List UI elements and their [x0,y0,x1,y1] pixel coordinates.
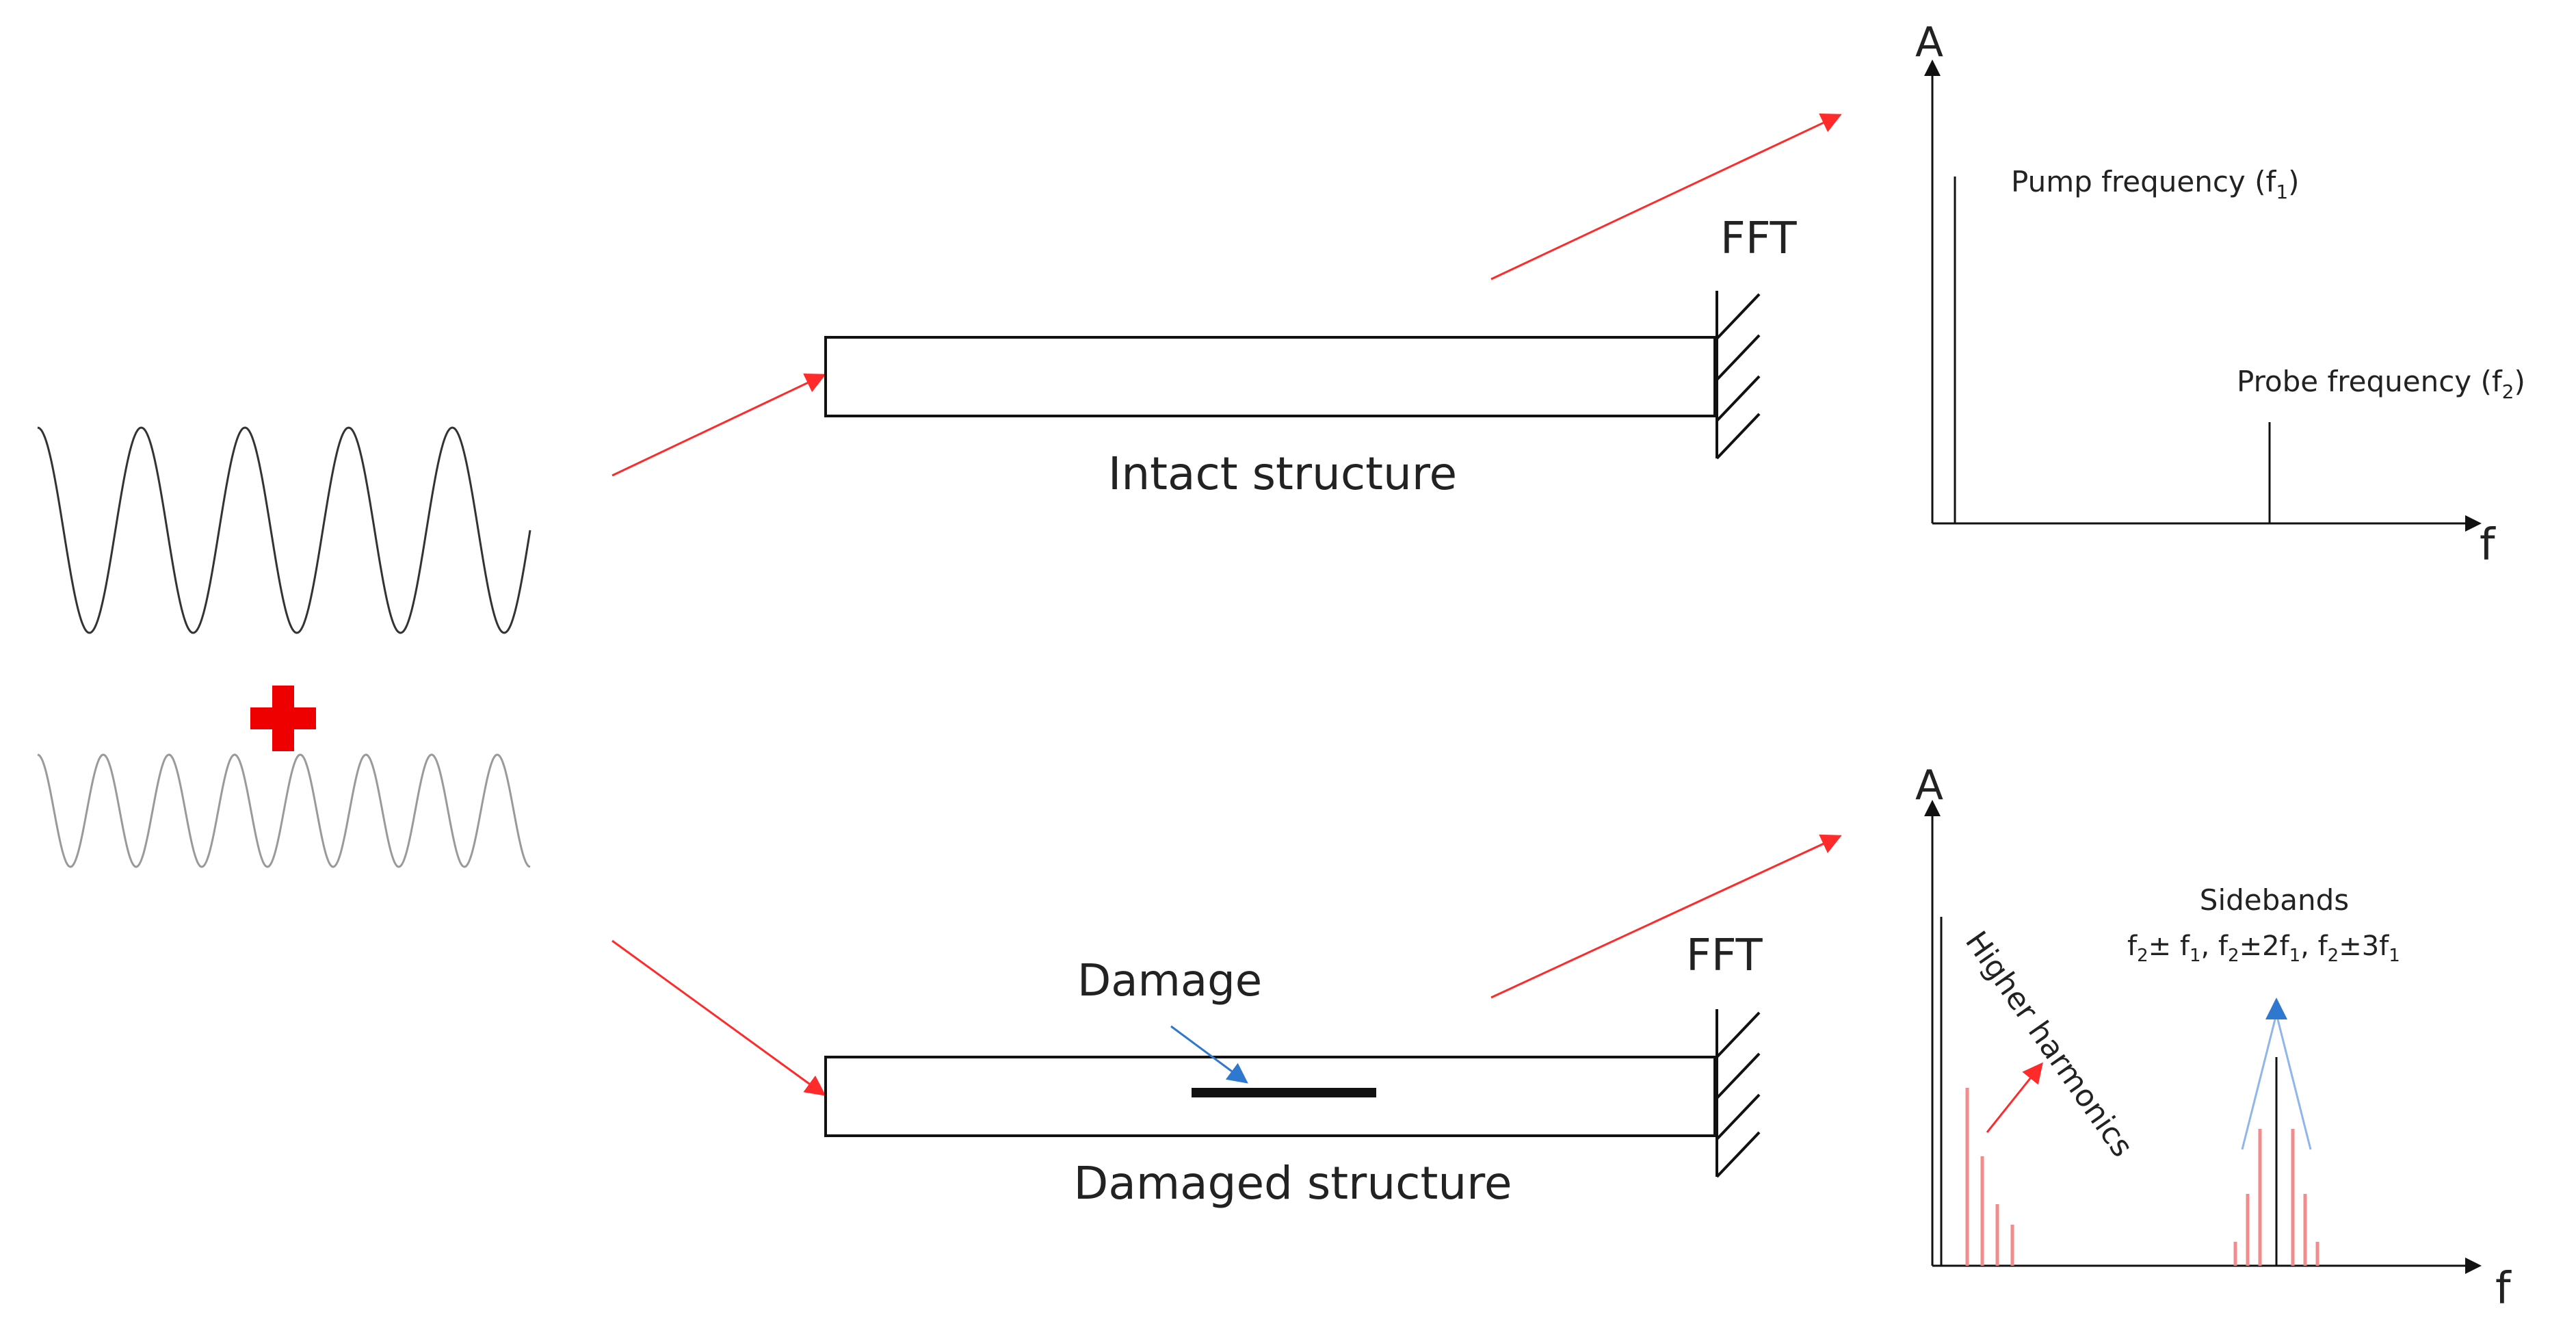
x-axis-label: f [2480,520,2496,571]
fft-arrow-bottom [1490,834,1842,999]
probe-wave [37,753,531,868]
damaged-beam [824,1056,1716,1137]
damaged-structure-group: Damage Damaged structure FFT [824,834,1842,1210]
plus-icon [250,686,316,751]
sideband-formula: f2± f1, f2±2f1, f2±3f1 [2127,930,2400,966]
damage-pointer-arrow [1170,1025,1248,1084]
fixed-support-bottom [1716,1009,1761,1178]
input-signals [37,426,531,868]
damage-crack [1192,1088,1376,1097]
intact-beam [824,336,1716,417]
pump-frequency-label: Pump frequency (f1) [2011,165,2300,203]
sidebands-title: Sidebands [2200,883,2349,917]
harmonic-peaks [1965,1088,2014,1266]
damaged-structure-label: Damaged structure [1074,1157,1512,1210]
damaged-spectrum: A f Higher harmonics Sidebands f2± f1, f… [1915,761,2512,1314]
fixed-support-top [1716,291,1761,460]
intact-structure-group: FFT Intact structure [824,113,1842,500]
y-axis-label: A [1915,18,1943,66]
pump-wave [37,426,531,634]
input-arrow-top [612,374,826,477]
sideband-envelope [2241,1019,2312,1150]
intact-fft-label: FFT [1720,213,1798,264]
damaged-fft-label: FFT [1686,930,1763,981]
sideband-arrow-head [2265,998,2287,1019]
input-arrow-bottom [612,939,826,1096]
intact-structure-label: Intact structure [1108,447,1457,500]
probe-frequency-label: Probe frequency (f2) [2237,365,2525,403]
intact-spectrum: A f Pump frequency (f1) Probe frequency … [1915,18,2525,571]
y-axis-label: A [1915,761,1943,809]
harmonics-arrow [1986,1062,2043,1133]
fft-arrow-top [1490,113,1842,281]
higher-harmonics-label: Higher harmonics [1958,925,2140,1163]
damage-label: Damage [1077,956,1262,1006]
x-axis-label: f [2495,1264,2512,1314]
sideband-peaks [2233,1129,2319,1266]
